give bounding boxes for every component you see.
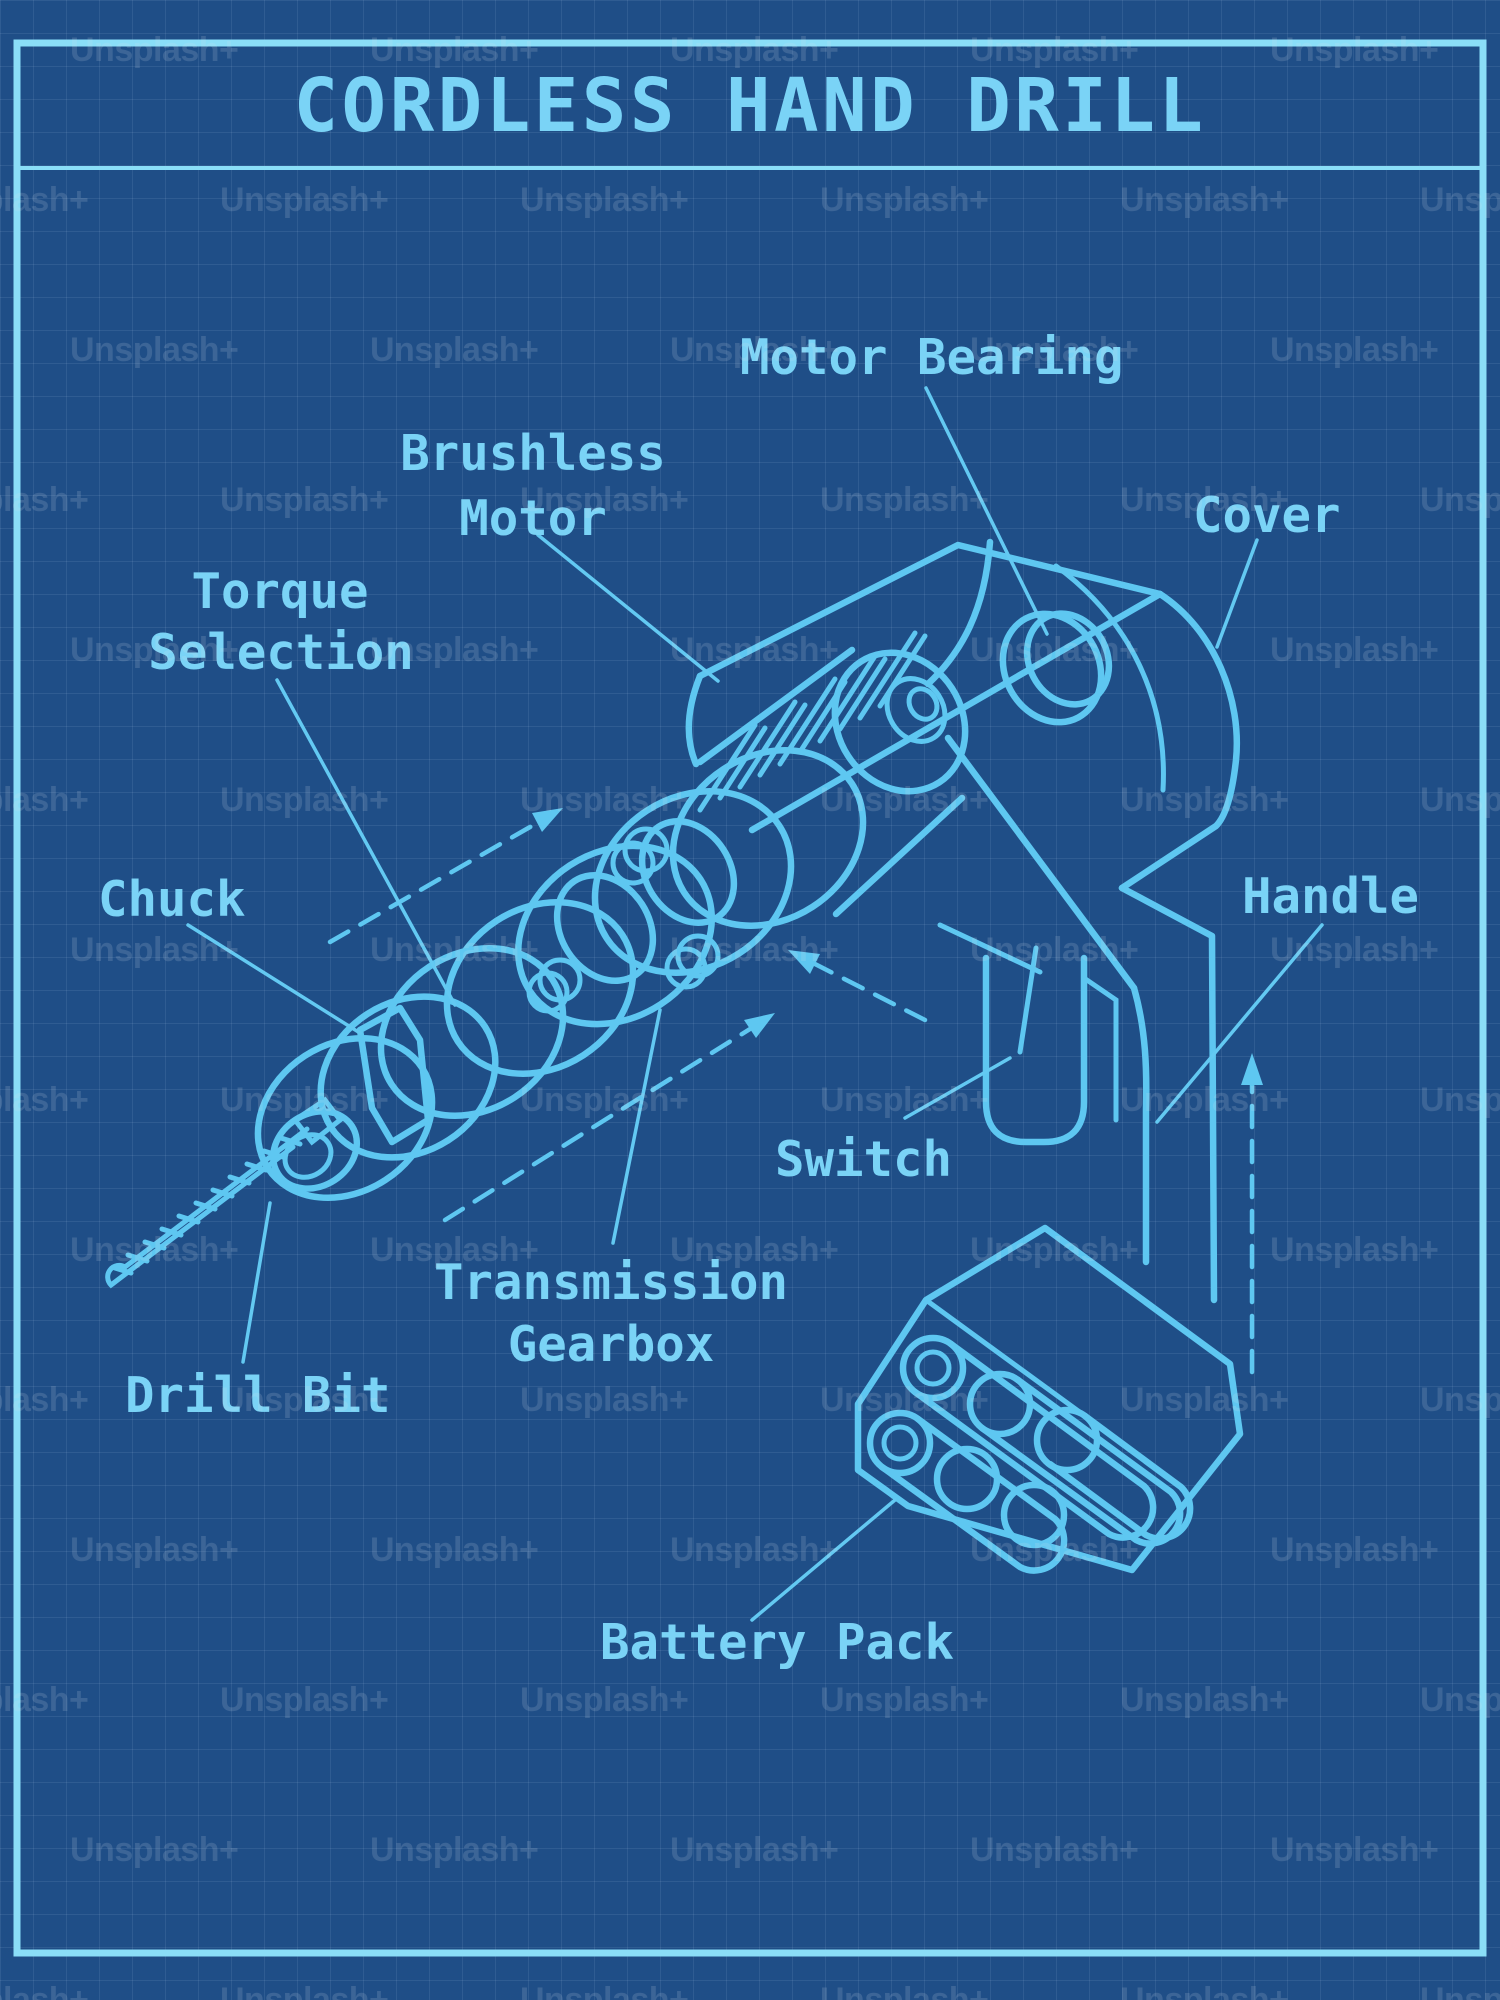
label-transmission-gearbox-line2: Gearbox xyxy=(508,1316,715,1373)
label-torque-selection-line2: Selection xyxy=(148,624,414,681)
label-motor-bearing: Motor Bearing xyxy=(740,329,1124,386)
label-chuck: Chuck xyxy=(98,871,246,928)
label-brushless-motor-line1: Brushless xyxy=(400,425,666,482)
motor-drawing xyxy=(669,630,969,929)
motion-arrows xyxy=(327,808,1263,1375)
label-switch: Switch xyxy=(775,1131,952,1188)
label-handle: Handle xyxy=(1242,868,1419,925)
label-drill-bit: Drill Bit xyxy=(125,1367,391,1424)
label-cover: Cover xyxy=(1193,487,1341,544)
label-brushless-motor-line2: Motor xyxy=(459,490,607,547)
chuck-drawing xyxy=(254,993,499,1202)
blueprint-frame xyxy=(13,39,1487,1957)
label-battery-pack: Battery Pack xyxy=(600,1614,954,1671)
label-transmission-gearbox-line1: Transmission xyxy=(434,1254,788,1311)
gearbox-drawing xyxy=(377,788,795,1119)
motor-hatching xyxy=(697,630,928,813)
drill-bit-drawing xyxy=(105,1126,310,1289)
label-torque-selection-line1: Torque xyxy=(191,563,368,620)
switch-trigger-drawing xyxy=(982,954,1119,1146)
leader-lines xyxy=(186,386,1324,1622)
battery-pack-drawing xyxy=(854,1224,1244,1574)
motor-bearing-drawing xyxy=(999,610,1113,726)
housing-cover-drawing xyxy=(685,538,1241,992)
page-title: CORDLESS HAND DRILL xyxy=(294,63,1207,149)
